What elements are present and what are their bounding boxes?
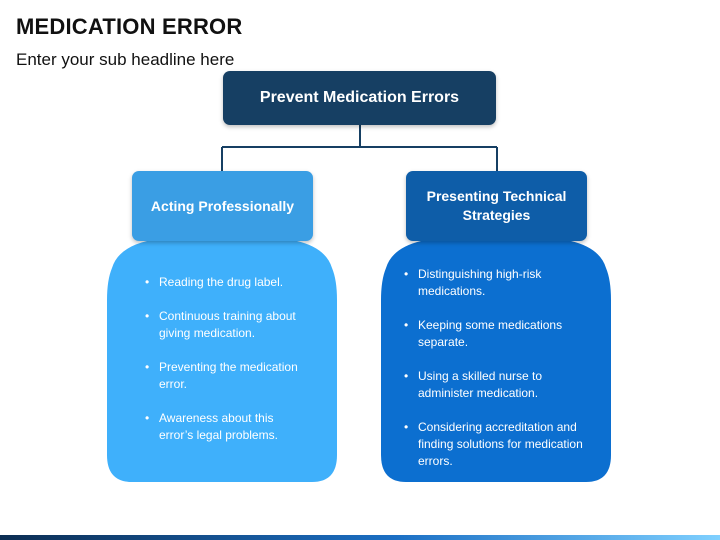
root-node-label: Prevent Medication Errors [259, 89, 460, 106]
root-node: Prevent Medication Errors [223, 71, 496, 125]
connector-path [221, 125, 498, 171]
bottom-accent-bar [0, 535, 720, 540]
list-item: Reading the drug label. [145, 274, 310, 291]
list-item: Distinguishing high-risk medications. [404, 266, 599, 300]
branch-header-technical-strategies: Presenting Technical Strategies [406, 171, 587, 241]
list-item: Awareness about this error’s legal probl… [145, 410, 310, 444]
branch-title-right: Presenting Technical Strategies [426, 188, 567, 223]
branch-list-left: Reading the drug label. Continuous train… [145, 274, 310, 461]
branch-header-acting-professionally: Acting Professionally [132, 171, 313, 241]
page-subtitle: Enter your sub headline here [16, 50, 235, 69]
list-item: Considering accreditation and finding so… [404, 419, 599, 470]
branch-title-left: Acting Professionally [150, 197, 295, 214]
list-item: Using a skilled nurse to administer medi… [404, 368, 599, 402]
branch-list-right: Distinguishing high-risk medications. Ke… [404, 266, 599, 487]
list-item: Continuous training about giving medicat… [145, 308, 310, 342]
list-item: Preventing the medication error. [145, 359, 310, 393]
page-title: MEDICATION ERROR [16, 14, 243, 39]
list-item: Keeping some medications separate. [404, 317, 599, 351]
